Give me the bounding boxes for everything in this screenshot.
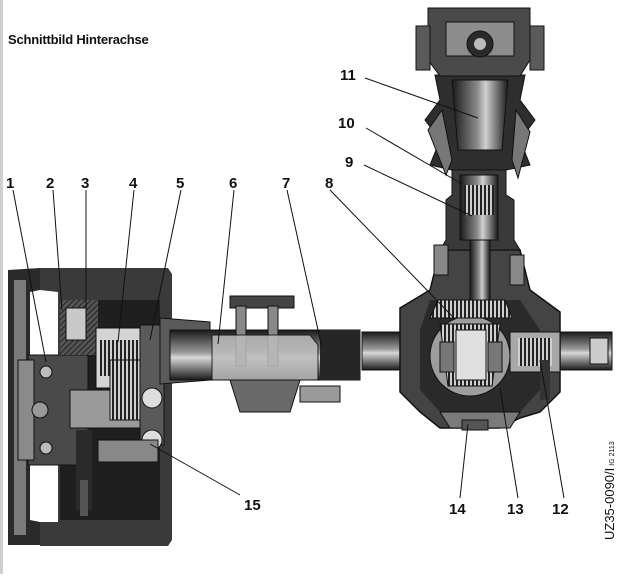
callout-12: 12 [552,501,569,518]
brake-assembly [60,300,98,516]
mounting-bracket [427,108,531,286]
axle-tube-left [159,295,361,413]
differential-gears [429,299,513,387]
figure-code: UZ35-0090/IIG 2113 [602,441,617,540]
callout-3: 3 [81,175,89,192]
callout-15: 15 [244,497,261,514]
callout-7: 7 [282,175,290,192]
figure-code-main: UZ35-0090/I [602,467,617,540]
universal-joint-yoke [415,7,545,77]
callout-6: 6 [229,175,237,192]
callout-5: 5 [176,175,184,192]
side-gear-bearing [509,331,561,400]
callout-2: 2 [46,175,54,192]
callout-13: 13 [507,501,524,518]
callout-1: 1 [6,175,14,192]
universal-joint-boot [424,74,536,171]
callout-8: 8 [325,175,333,192]
differential-base [439,411,521,431]
diagram-title: Schnittbild Hinterachse [8,32,149,47]
callout-9: 9 [345,154,353,171]
figure-code-ref: IG 2113 [609,441,616,466]
page-edge [0,0,3,574]
leader-lines [12,77,565,499]
callout-4: 4 [129,175,138,192]
callout-14: 14 [449,501,466,518]
callout-10: 10 [338,115,355,132]
callout-11: 11 [340,67,356,84]
